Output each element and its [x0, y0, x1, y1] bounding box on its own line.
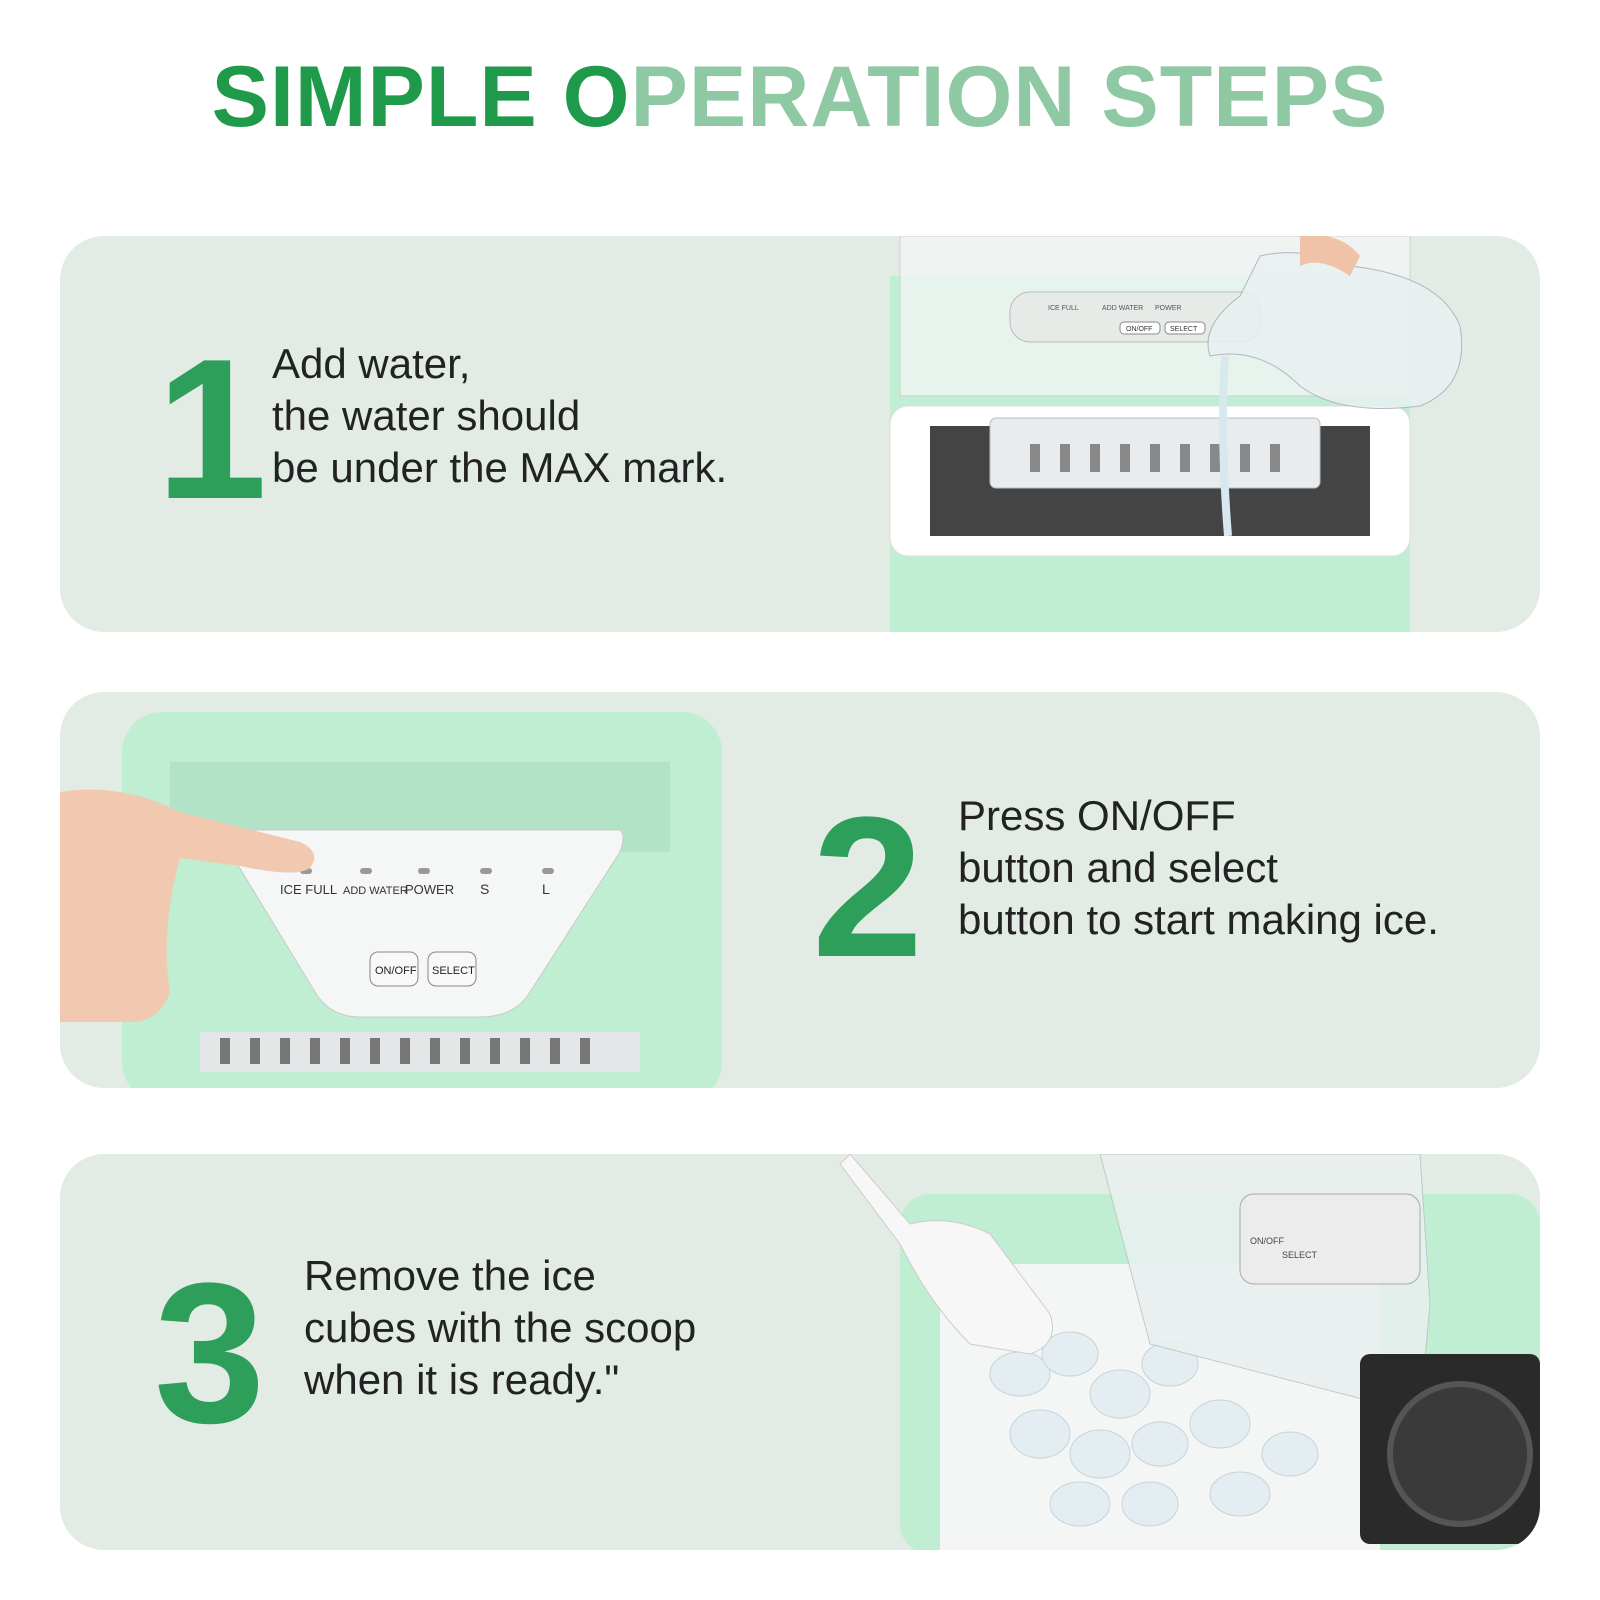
- title-part-light: PERATION STEPS: [630, 49, 1389, 145]
- step-card-2: ICE FULL ADD WATER POWER S L ON/OFF SELE…: [60, 692, 1540, 1088]
- panel-button-on-off: ON/OFF: [1126, 326, 1152, 333]
- step-1-line-3: be under the MAX mark.: [272, 444, 728, 491]
- step-text-1: Add water, the water should be under the…: [272, 338, 727, 494]
- step-text-2: Press ON/OFF button and select button to…: [958, 790, 1439, 946]
- panel-label-ice-full: ICE FULL: [1048, 305, 1079, 312]
- step-2-line-1: Press ON/OFF: [958, 792, 1236, 839]
- ice-scoop-basket-photo: ON/OFF SELECT: [839, 1154, 1540, 1550]
- panel-label-ice-full-2: ICE FULL: [280, 882, 337, 897]
- panel-label-s: S: [480, 881, 489, 897]
- step-2-line-2: button and select: [958, 844, 1278, 891]
- panel-label-add-water-2: ADD WATER: [343, 885, 408, 897]
- panel-label-l: L: [542, 881, 550, 897]
- panel-label-add-water: ADD WATER: [1102, 305, 1143, 312]
- step-card-1: 1 Add water, the water should be under t…: [60, 236, 1540, 632]
- step-number-3: 3: [154, 1242, 266, 1465]
- step-text-3: Remove the ice cubes with the scoop when…: [304, 1250, 696, 1406]
- step-3-line-1: Remove the ice: [304, 1252, 596, 1299]
- ice-maker-pouring-water-photo: ICE FULL ADD WATER POWER ON/OFF SELECT: [889, 236, 1463, 632]
- step-card-3: 3 Remove the ice cubes with the scoop wh…: [60, 1154, 1540, 1550]
- panel-button-select-3: SELECT: [1282, 1250, 1318, 1260]
- step-2-line-3: button to start making ice.: [958, 896, 1439, 943]
- step-1-line-2: the water should: [272, 392, 581, 439]
- title-part-dark: SIMPLE O: [211, 49, 631, 145]
- panel-button-on-off-2: ON/OFF: [375, 965, 417, 977]
- control-panel-finger-photo: ICE FULL ADD WATER POWER S L ON/OFF SELE…: [60, 712, 722, 1088]
- panel-button-select-2: SELECT: [432, 965, 475, 977]
- page-title: SIMPLE OPERATION STEPS: [0, 48, 1600, 147]
- step-3-line-2: cubes with the scoop: [304, 1304, 697, 1351]
- step-number-1: 1: [156, 318, 268, 541]
- panel-button-select: SELECT: [1170, 326, 1198, 333]
- panel-label-power: POWER: [1155, 305, 1181, 312]
- panel-label-power-2: POWER: [405, 882, 454, 897]
- panel-button-on-off-3: ON/OFF: [1250, 1236, 1284, 1246]
- step-number-2: 2: [812, 776, 924, 999]
- step-1-line-1: Add water,: [272, 340, 471, 387]
- step-3-line-3: when it is ready.": [304, 1356, 620, 1403]
